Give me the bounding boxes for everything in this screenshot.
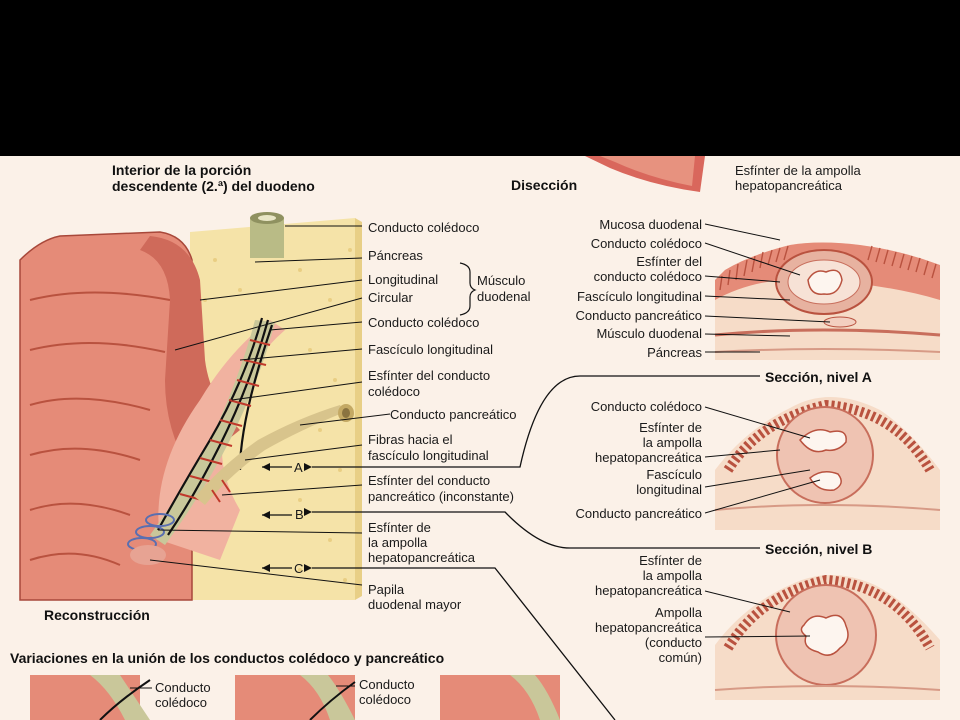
label-papila-2: duodenal mayor [368,597,462,612]
reconstruccion-heading: Reconstrucción [44,607,150,623]
muscle-brace [459,262,477,316]
interior-heading-line1: Interior de la porción [112,162,252,178]
section-a-bile-lumen [799,429,847,453]
label-pancreas: Páncreas [368,248,423,263]
sb-label-amp-2: hepatopancreática [595,620,702,635]
level-arrowheads [262,463,312,572]
dis-label-fasciculo: Fascículo longitudinal [576,289,702,304]
section-a-pancreatic-lumen [809,471,842,491]
sb-label-esf-1: Esfínter de [639,553,702,568]
var1-label-2: colédoco [155,695,208,710]
pancreatic-sphincter [211,479,231,503]
label-fibras-2: fascículo longitudinal [368,448,489,463]
dis-label-coledoco: Conducto colédoco [590,236,702,251]
sb-label-esf-2: la ampolla [642,568,702,583]
dissection-villi [719,245,937,291]
label-esf-panc-2: pancreático (inconstante) [368,489,514,504]
sa-label-esf-1: Esfínter de [639,420,702,435]
label-fasciculo: Fascículo longitudinal [368,342,494,357]
label-musculo-1: Músculo [477,273,526,288]
interior-heading-line2: descendente (2.ª) del duodeno [112,178,315,194]
var2-label-1: Conducto [359,677,415,692]
label-musculo-2: duodenal [477,289,531,304]
dis-label-esf-1: Esfínter del [636,254,702,269]
label-esf-amp-1: Esfínter de [368,520,431,535]
level-letter-a: A [294,460,303,475]
dis-label-mucosa: Mucosa duodenal [599,217,702,232]
seccion-a-heading: Sección, nivel A [765,369,872,385]
duodenum-wall [20,232,192,600]
variaciones-heading: Variaciones en la unión de los conductos… [10,650,445,666]
label-esf-coledoco-2: colédoco [368,384,421,399]
leader-lines-section-b [704,590,811,638]
var2-label-2: colédoco [359,692,412,707]
sa-label-esf-2: la ampolla [642,435,702,450]
sa-label-esf-3: hepatopancreática [595,450,702,465]
section-a-sphincter [776,406,874,504]
label-fibras-1: Fibras hacia el [368,432,453,447]
bile-duct-top [250,218,284,258]
dis-label-musculo: Músculo duodenal [596,326,702,341]
label-esf-amp-3: hepatopancreática [368,550,475,565]
label-papila-1: Papila [368,582,405,597]
leader-lines-left [149,225,391,586]
sb-label-amp-1: Ampolla [655,605,702,620]
dissection-lumen [807,269,843,295]
leader-lines-dissection [704,223,831,353]
mucosa-folds [29,291,171,566]
dis-label-pancreatico: Conducto pancreático [575,308,702,323]
label-esf-panc-1: Esfínter del conducto [368,473,491,488]
label-pancreatico: Conducto pancreático [390,407,517,422]
bile-duct-tube [150,320,275,545]
label-esf-amp-2: la ampolla [368,535,428,550]
major-papilla [130,545,166,565]
black-header-band [0,0,960,156]
diseccion-heading: Disección [511,177,578,193]
sa-label-fasc-2: longitudinal [636,482,702,497]
var1-label-1: Conducto [155,680,211,695]
sa-label-pancreatico: Conducto pancreático [575,506,702,521]
sb-label-amp-3: (conducto [644,635,702,650]
seccion-b-heading: Sección, nivel B [765,541,873,557]
dis-label-esf-2: conducto colédoco [593,269,702,284]
section-a-villi [723,399,935,473]
label-esf-coledoco-1: Esfínter del conducto [368,368,491,383]
level-lines [262,375,760,720]
section-b-villi [723,574,935,651]
pancreas-side [355,218,362,600]
level-letter-b: B [295,507,304,522]
sphincter-rings [179,339,271,501]
top-sphincter-inner [600,156,695,186]
dis-label-pancreas: Páncreas [647,345,702,360]
pancreatic-duct [195,405,345,505]
label-coledoco-2: Conducto colédoco [368,315,480,330]
top-sphincter-label-2: hepatopancreática [735,178,842,193]
variation-thumbnails [30,675,560,720]
sa-label-coledoco: Conducto colédoco [590,399,702,414]
sb-label-amp-4: común) [658,650,702,665]
label-longitudinal: Longitudinal [368,272,439,287]
label-circular: Circular [368,290,413,305]
sa-label-fasc-1: Fascículo [646,467,702,482]
top-sphincter-label-1: Esfínter de la ampolla [735,163,861,178]
sb-label-esf-3: hepatopancreática [595,583,702,598]
leader-lines-section-a [704,406,821,514]
label-coledoco-1: Conducto colédoco [368,220,480,235]
level-letter-c: C [294,561,304,576]
